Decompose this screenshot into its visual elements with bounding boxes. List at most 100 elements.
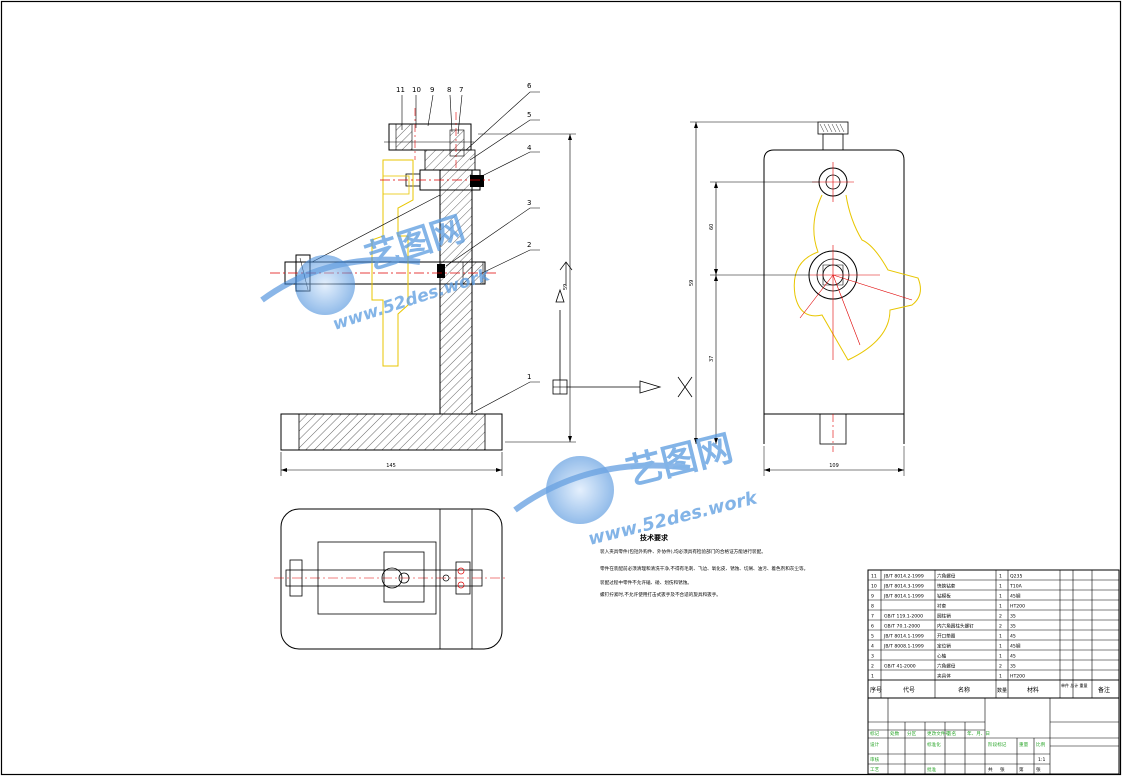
bom-cell-material: 45钢 <box>1010 643 1021 650</box>
top-view <box>274 508 508 650</box>
balloon-4: 4 <box>527 144 532 152</box>
balloon-1: 1 <box>527 373 531 381</box>
bom-cell-name: 快换钻套 <box>937 583 956 590</box>
side-view: 60 37 59 109 <box>689 121 921 476</box>
bom-cell-material: T10A <box>1009 584 1023 590</box>
bom-cell-material: Q235 <box>1010 574 1022 580</box>
tb-scale: 比例 <box>1036 741 1046 748</box>
tb-mark: 标记 <box>870 730 880 737</box>
balloon-9: 9 <box>430 86 434 94</box>
tb-sheets: 张 <box>1000 766 1005 773</box>
dim-height-total: 59 <box>563 284 569 290</box>
tb-approve: 批准 <box>927 766 937 773</box>
front-section-view: 145 59 <box>270 108 693 476</box>
tech-req-title: 技术要求 <box>640 533 669 542</box>
bom-cell-code: JB/T 8014.3-1999 <box>883 584 924 590</box>
bom-cell-qty: 1 <box>999 604 1002 610</box>
balloons: 11 10 9 8 7 6 5 4 3 2 1 <box>396 82 532 381</box>
tech-req-line-2: 零件在装配前必须清理和清洗干净,不得有毛刺、飞边、氧化皮、锈蚀、切屑、油污、着色… <box>600 565 808 572</box>
tb-count: 处数 <box>890 730 900 737</box>
tech-req-line-1: 装入夹具零件(包括外购件、外协件),均必须具有检验部门的合格证方能进行装配。 <box>600 548 766 555</box>
bom-cell-material: HT200 <box>1010 674 1025 680</box>
bom-cell-name: 心轴 <box>937 653 947 660</box>
bom-cell-no: 1 <box>871 674 874 680</box>
balloon-10: 10 <box>412 86 421 94</box>
tb-page: 第 <box>1019 766 1024 773</box>
tb-total: 共 <box>988 766 993 773</box>
bom-cell-no: 9 <box>871 594 874 600</box>
bom-cell-name: 定位销 <box>937 643 951 650</box>
bom-cell-material: 35 <box>1010 614 1016 620</box>
balloon-11: 11 <box>396 86 405 94</box>
bom-cell-code: GB/T 70.1-2000 <box>884 624 920 630</box>
bom-cell-qty: 1 <box>999 594 1002 600</box>
bom-header-note: 备注 <box>1098 686 1110 694</box>
bom-row: 4 JB/T 8008.1-1999 定位销 1 45钢 <box>871 643 1021 650</box>
tech-req-line-4: 螺钉拧紧时,不允许使用打击式扳手及不合适的旋具和扳手。 <box>600 591 721 598</box>
tb-change: 更改文件号 <box>927 730 950 737</box>
bom-header-weight: 单件 总计 重量 <box>1061 682 1088 688</box>
balloon-6: 6 <box>527 82 532 90</box>
bom-cell-qty: 1 <box>999 674 1002 680</box>
bom-cell-qty: 1 <box>999 574 1002 580</box>
dim-side-width: 109 <box>829 463 839 469</box>
bom-cell-material: 45 <box>1010 634 1016 640</box>
bom-cell-name: 圆柱销 <box>937 613 951 620</box>
bom-header: 序号 代号 名称 数量 材料 单件 总计 重量 备注 <box>870 682 1110 694</box>
bom-cell-material: 45 <box>1010 654 1016 660</box>
bom-cell-code: JB/T 8014.1-1999 <box>883 594 924 600</box>
bom-cell-no: 11 <box>871 574 877 580</box>
tb-scale-value: 1:1 <box>1038 757 1045 763</box>
balloon-8: 8 <box>447 86 451 94</box>
bom-cell-material: HT200 <box>1010 604 1025 610</box>
bom-cell-material: 35 <box>1010 624 1016 630</box>
bom-cell-qty: 1 <box>999 584 1002 590</box>
bom-cell-code: GB/T 119.1-2000 <box>884 614 923 620</box>
bom-cell-material: 45钢 <box>1010 593 1021 600</box>
tb-weight: 重量 <box>1019 741 1029 748</box>
balloon-3: 3 <box>527 199 531 207</box>
balloon-2: 2 <box>527 241 531 249</box>
bom-cell-no: 4 <box>871 644 874 650</box>
watermark-brand-bottom: 艺图网 <box>622 428 737 494</box>
bom-cell-no: 5 <box>871 634 874 640</box>
bom-cell-code: JB/T 8014.1-1999 <box>883 634 924 640</box>
bom-cell-code: JB/T 8008.1-1999 <box>883 644 924 650</box>
tb-date: 年、月、日 <box>967 730 990 737</box>
bom-cell-name: 六角螺母 <box>937 573 956 580</box>
bom-cell-code: GB/T 41-2000 <box>884 664 916 670</box>
bom-cell-no: 3 <box>871 654 874 660</box>
balloon-7: 7 <box>459 86 463 94</box>
bom-cell-material: 35 <box>1010 664 1016 670</box>
bom-row: 8 衬套 1 HT200 <box>871 603 1025 610</box>
dim-hole-upper: 60 <box>709 224 715 230</box>
bom-cell-qty: 1 <box>999 634 1002 640</box>
dim-base-length: 145 <box>386 463 396 469</box>
bom-cell-qty: 2 <box>999 664 1002 670</box>
bom-cell-name: 钻模板 <box>937 593 951 600</box>
bom-header-name: 名称 <box>958 686 970 694</box>
bom-cell-qty: 1 <box>999 644 1002 650</box>
bom-cell-no: 2 <box>871 664 874 670</box>
bom-cell-name: 衬套 <box>937 603 947 610</box>
balloon-5: 5 <box>527 111 531 119</box>
bom-cell-qty: 2 <box>999 614 1002 620</box>
bom-header-no: 序号 <box>870 686 882 694</box>
tb-stage: 阶段标记 <box>988 741 1007 748</box>
leader-lines <box>311 91 540 413</box>
tb-review: 审核 <box>870 756 880 763</box>
bom-cell-no: 10 <box>871 584 877 590</box>
tb-standard: 标准化 <box>927 741 941 748</box>
bom-row: 10 JB/T 8014.3-1999 快换钻套 1 T10A <box>871 583 1023 590</box>
tb-process: 工艺 <box>870 767 880 773</box>
watermark-bottom: 艺图网 www.52des.work <box>513 428 760 550</box>
bom-cell-no: 8 <box>871 604 874 610</box>
